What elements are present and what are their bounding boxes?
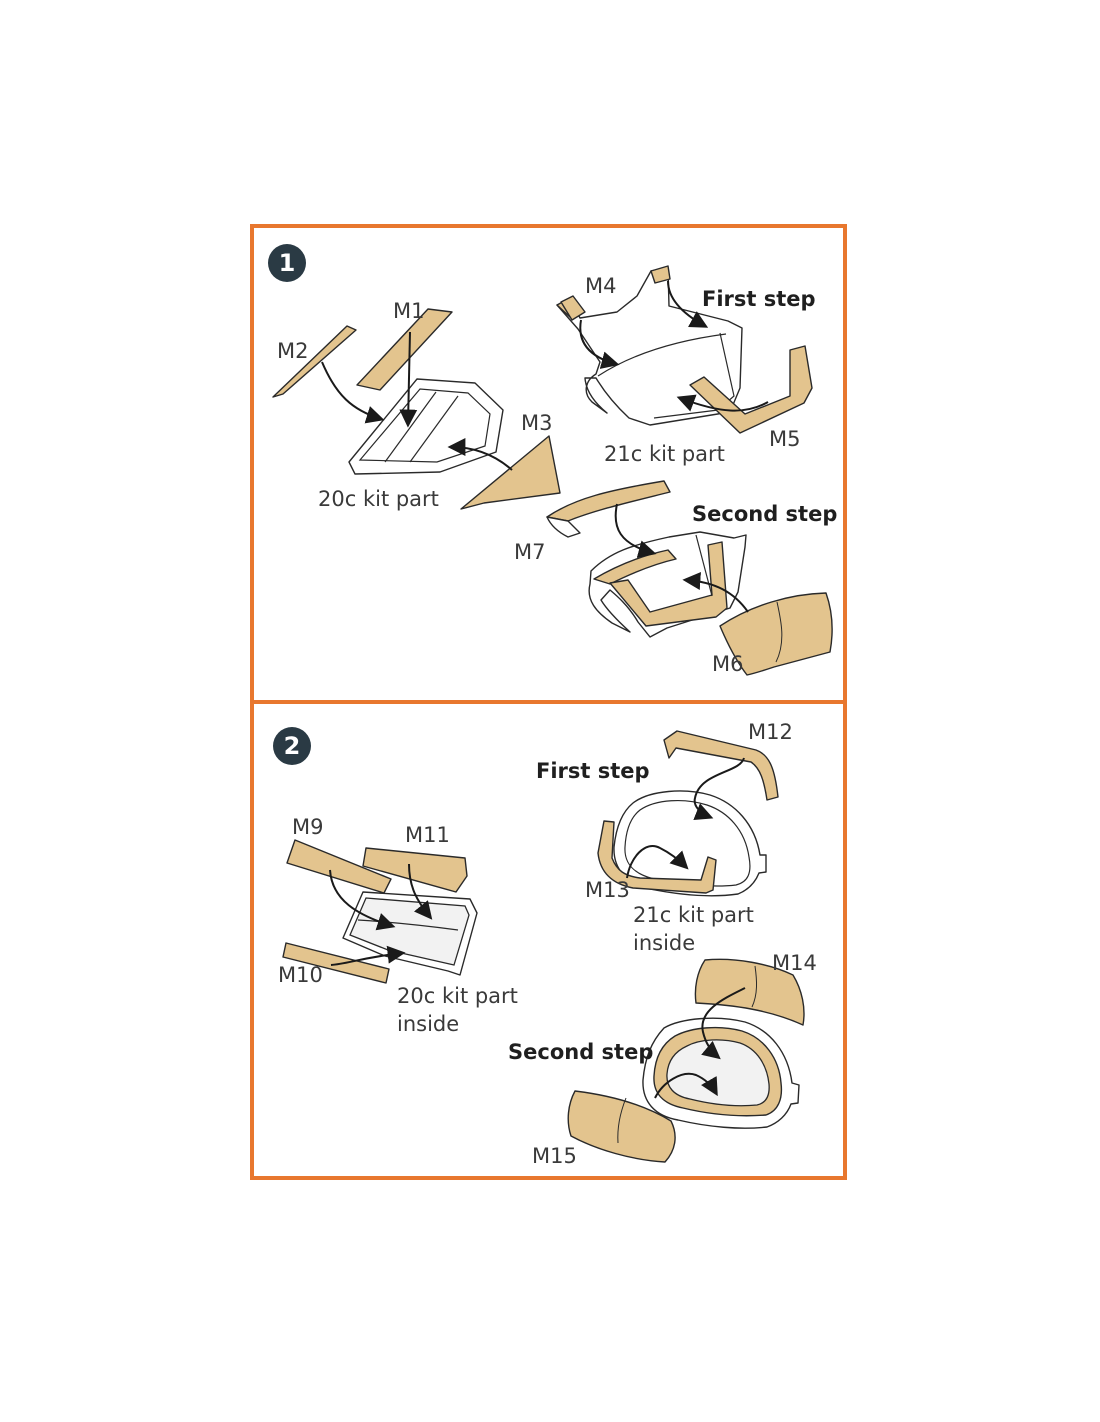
mask-m15 (567, 1090, 676, 1163)
label-m5: M5 (769, 427, 800, 451)
label-m4: M4 (585, 274, 616, 298)
mask-m6 (719, 592, 833, 676)
mask-m2 (272, 325, 357, 398)
mask-m12 (663, 730, 779, 801)
arrow-m10 (330, 945, 406, 966)
label-m12: M12 (748, 720, 793, 744)
label-m10: M10 (278, 963, 323, 987)
label-m6: M6 (712, 652, 743, 676)
kit-part-21c-inside-first (613, 790, 767, 897)
arrow-m4-right (667, 280, 709, 328)
label-second-step-2: Second step (508, 1040, 653, 1064)
arrow-m12 (693, 757, 745, 821)
label-kit-21c-line1: 21c kit part (633, 903, 754, 927)
mask-m7 (546, 480, 671, 522)
arrow-m4-left (579, 319, 620, 369)
label-kit-20c-line2: inside (397, 1012, 459, 1036)
label-m13: M13 (585, 878, 630, 902)
kit-part-21c-inside-second (642, 1017, 800, 1129)
arrow-m14 (701, 987, 746, 1060)
mask-m3 (460, 435, 561, 510)
arrow-m5 (676, 394, 769, 412)
label-first-step: First step (702, 287, 816, 311)
label-m11: M11 (405, 823, 450, 847)
mask-m14 (694, 958, 805, 1026)
step-badge-2-number: 2 (284, 732, 301, 760)
arrow-m3 (447, 438, 513, 471)
arrow-m6 (682, 572, 749, 613)
label-second-step: Second step (692, 502, 837, 526)
label-first-step-2: First step (536, 759, 650, 783)
arrow-m7 (614, 503, 657, 558)
panel-1: 1 (250, 224, 847, 704)
arrow-m1 (399, 331, 418, 428)
mask-m4 (560, 295, 586, 321)
label-m7: M7 (514, 540, 545, 564)
label-kit-20c-line1: 20c kit part (397, 984, 518, 1008)
label-m2: M2 (277, 339, 308, 363)
kit-part-21c-second (588, 531, 747, 638)
mask-m11 (362, 847, 468, 893)
arrow-m13 (626, 845, 689, 879)
mask-m5 (689, 345, 813, 434)
label-kit-21c: 21c kit part (604, 442, 725, 466)
arrow-m9 (329, 869, 396, 931)
mask-m1 (356, 308, 453, 391)
step-badge-1: 1 (268, 244, 306, 282)
label-kit-21c-line2: inside (633, 931, 695, 955)
label-m1: M1 (393, 299, 424, 323)
label-m15: M15 (532, 1144, 577, 1168)
label-m14: M14 (772, 951, 817, 975)
step-badge-2: 2 (273, 727, 311, 765)
step-badge-1-number: 1 (279, 249, 296, 277)
label-m9: M9 (292, 815, 323, 839)
mask-m9 (286, 839, 392, 894)
arrow-m11 (408, 863, 433, 920)
label-kit-20c: 20c kit part (318, 487, 439, 511)
panel-2: 2 (250, 700, 847, 1180)
label-m3: M3 (521, 411, 552, 435)
arrow-m15 (654, 1072, 718, 1099)
arrow-m2 (321, 361, 385, 424)
